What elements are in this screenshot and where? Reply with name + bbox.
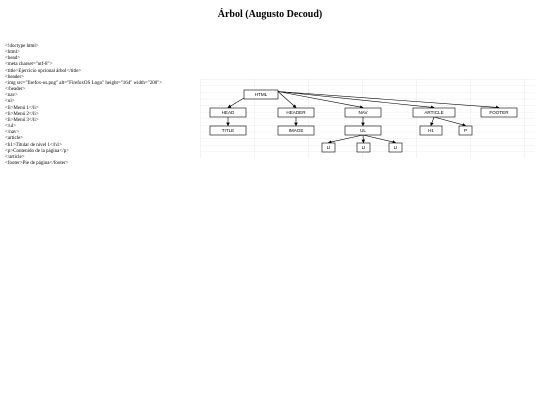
tree-node-label: FOOTER xyxy=(489,110,509,115)
tree-node-box xyxy=(209,107,247,118)
code-line: <li>Menú 2</li> xyxy=(5,111,39,117)
code-line: <meta charset="utf-8"> xyxy=(5,62,53,68)
tree-node-box xyxy=(321,142,336,153)
edge-html-nav xyxy=(277,91,364,109)
tree-node-box xyxy=(388,142,403,153)
code-line: <footer>Pie de página</footer> xyxy=(5,160,69,166)
code-line: <img src="firefox-os.png" alt="FirefoxOS… xyxy=(5,80,163,86)
tree-node-box xyxy=(458,125,473,136)
tree-node-label: NAV xyxy=(358,110,368,115)
tree-node-footer: FOOTER xyxy=(480,107,518,118)
tree-node-image: IMAGE xyxy=(277,125,315,136)
tree-node-title: TITLE xyxy=(209,125,247,136)
page-title: Árbol (Augusto Decoud) xyxy=(217,9,323,20)
code-line: <html> xyxy=(5,50,20,56)
edge-html-article xyxy=(277,91,435,110)
edge-html-head xyxy=(227,97,245,108)
tree-node-label: HTML xyxy=(255,92,268,97)
code-line: </article> xyxy=(5,154,25,160)
code-line: <ul> xyxy=(5,99,15,105)
edge-ul-li2 xyxy=(361,134,366,144)
tree-node-box xyxy=(277,107,315,118)
code-line: </nav> xyxy=(5,130,20,136)
code-line: <header> xyxy=(5,74,24,80)
tree-edges xyxy=(226,91,500,144)
tree-node-box xyxy=(344,107,382,118)
code-line: <title>Ejercicio opcional árbol</title> xyxy=(5,68,82,74)
code-line: </header> xyxy=(5,87,26,93)
tree-node-html: HTML xyxy=(243,89,279,100)
tree-node-label: LI xyxy=(394,145,398,150)
tree-node-label: HEADER xyxy=(286,110,306,115)
tree-node-h1: H1 xyxy=(419,125,443,136)
tree-nodes: HTML HEAD HEADER NAV ARTICLE FOOTER TITLE IMAGE… xyxy=(209,89,518,153)
edge-ul-li3 xyxy=(362,134,397,144)
tree-node-box xyxy=(419,125,443,136)
tree-node-li2: LI xyxy=(356,142,371,153)
edge-ul-li1 xyxy=(327,134,364,144)
tree-node-label: LI xyxy=(362,145,366,150)
tree-node-label: HEAD xyxy=(222,110,235,115)
tree-node-li3: LI xyxy=(388,142,403,153)
tree-node-article: ARTICLE xyxy=(412,107,456,118)
tree-node-label: ARTICLE xyxy=(424,110,443,115)
code-line: </ul> xyxy=(5,124,16,130)
tree-node-p: P xyxy=(458,125,473,136)
tree-node-box xyxy=(356,142,371,153)
tree-node-label: TITLE xyxy=(222,128,235,133)
edge-article-h1 xyxy=(430,116,435,127)
code-line: <!doctype html> xyxy=(5,44,39,49)
tree-node-box xyxy=(209,125,247,136)
tree-node-box xyxy=(412,107,456,118)
code-line: <p>Contenido de la página</p> xyxy=(5,148,69,154)
tree-node-label: P xyxy=(464,128,467,133)
code-line: <li>Menú 1</li> xyxy=(5,105,39,111)
tree-node-ul: UL xyxy=(344,125,382,136)
edge-html-header xyxy=(277,91,297,109)
edge-article-p xyxy=(433,116,467,127)
tree-node-label: LI xyxy=(327,145,331,150)
tree-node-box xyxy=(243,89,279,100)
tree-node-box xyxy=(344,125,382,136)
tree-node-head: HEAD xyxy=(209,107,247,118)
code-line: <nav> xyxy=(5,93,18,99)
tree-node-li1: LI xyxy=(321,142,336,153)
tree-node-label: H1 xyxy=(428,128,434,133)
tree-node-label: IMAGE xyxy=(289,128,304,133)
tree-node-box xyxy=(277,125,315,136)
edge-html-footer xyxy=(277,91,500,110)
html-code-listing: <!doctype html><html><head><meta charset… xyxy=(5,44,183,167)
code-line: <head> xyxy=(5,56,21,62)
code-line: <article> xyxy=(5,136,24,142)
code-line: <h1>Titular de nivel 1</h1> xyxy=(5,142,63,148)
code-line: <li>Menú 3</li> xyxy=(5,117,39,123)
tree-node-nav: NAV xyxy=(344,107,382,118)
tree-node-box xyxy=(480,107,518,118)
tree-node-label: UL xyxy=(360,128,366,133)
tree-node-header: HEADER xyxy=(277,107,315,118)
